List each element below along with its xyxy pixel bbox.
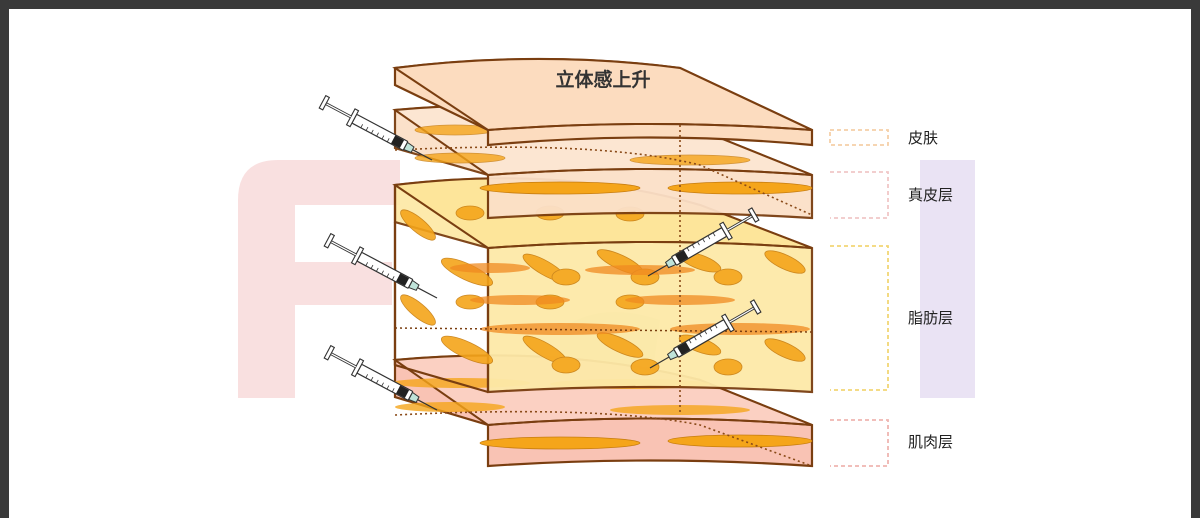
skin-layer: 立体感上升 xyxy=(392,57,814,147)
layer-legend: 皮肤 真皮层 脂肪层 肌肉层 xyxy=(829,129,953,467)
label-dermis: 真皮层 xyxy=(908,186,953,204)
label-skin: 皮肤 xyxy=(908,129,938,147)
label-fat: 脂肪层 xyxy=(908,309,953,327)
fat-bracket xyxy=(830,245,889,391)
label-muscle: 肌肉层 xyxy=(908,433,953,451)
skin-bracket xyxy=(829,129,889,146)
guide-lines xyxy=(394,125,813,467)
muscle-bracket xyxy=(830,419,889,467)
dermis-bracket xyxy=(830,171,889,219)
diagram-title: 立体感上升 xyxy=(555,68,650,91)
